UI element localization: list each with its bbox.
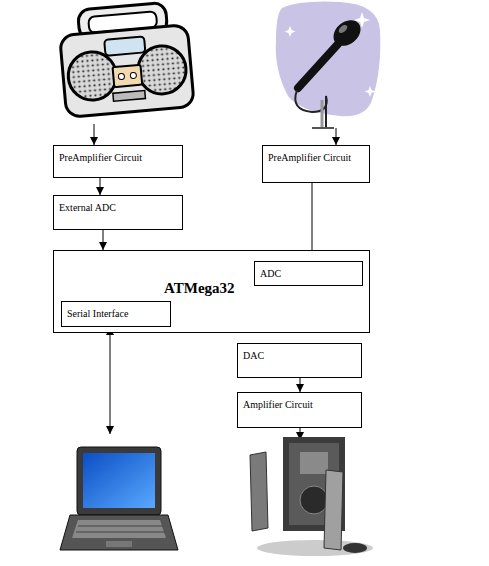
serial-link-line [110,327,111,434]
amplifier-box: Amplifier Circuit [237,392,362,428]
boombox-illustration-part [130,72,137,79]
box-label: Amplifier Circuit [243,399,313,411]
microphone-illustration-part [298,44,338,88]
speakers-illustration-part [250,452,268,531]
microphone-illustration-part [337,23,349,34]
microphone-illustration-part [312,127,334,129]
boombox-illustration-part [113,90,146,101]
microcontroller-box: ATMega32 ADC Serial Interface [53,250,370,333]
boombox-illustration [58,1,195,118]
dac-box: DAC [237,343,362,378]
adc-box: External ADC [53,195,183,230]
box-label: Serial Interface [67,308,128,320]
box-label: PreAmplifier Circuit [268,152,351,164]
signal-arrow [100,178,101,195]
microphone-illustration-part [328,15,365,51]
signal-arrow [103,230,104,250]
boombox-illustration-part [104,36,145,55]
signal-line [94,124,95,145]
chip-title: ATMega32 [164,279,235,297]
microphone-illustration-part [285,26,296,37]
box-label: External ADC [59,202,116,214]
microphone-illustration-part [295,90,326,128]
laptop-illustration-part [72,520,166,538]
boombox-illustration-part [113,65,143,87]
box-label: PreAmplifier Circuit [59,152,142,164]
speakers-illustration-part [343,543,367,553]
laptop-illustration-part [106,541,132,547]
boombox-illustration-part [60,25,195,118]
speakers-illustration-part [300,452,328,474]
boombox-illustration-part [66,50,118,102]
microphone-illustration-part [365,86,376,97]
adc-box: ADC [254,261,363,286]
microphone-illustration-part [321,100,324,128]
box-label: DAC [243,350,264,362]
laptop-illustration-part [76,526,165,532]
microphone-illustration-part [276,2,381,117]
laptop-illustration [60,447,178,550]
preamp-box: PreAmplifier Circuit [53,145,183,178]
box-label: ADC [260,268,281,280]
speakers-illustration [250,437,373,556]
speakers-illustration-part [300,486,328,514]
laptop-illustration-part [60,515,178,550]
laptop-illustration-part [77,447,161,515]
speakers-illustration-part [324,470,343,550]
microphone-illustration [276,2,381,128]
signal-line [336,128,337,145]
laptop-illustration-part [83,453,155,508]
serial-interface-box: Serial Interface [61,301,171,327]
preamp-box: PreAmplifier Circuit [262,145,370,183]
speakers-illustration-part [257,540,373,556]
signal-arrow [300,378,301,392]
boombox-illustration-part [118,73,125,80]
